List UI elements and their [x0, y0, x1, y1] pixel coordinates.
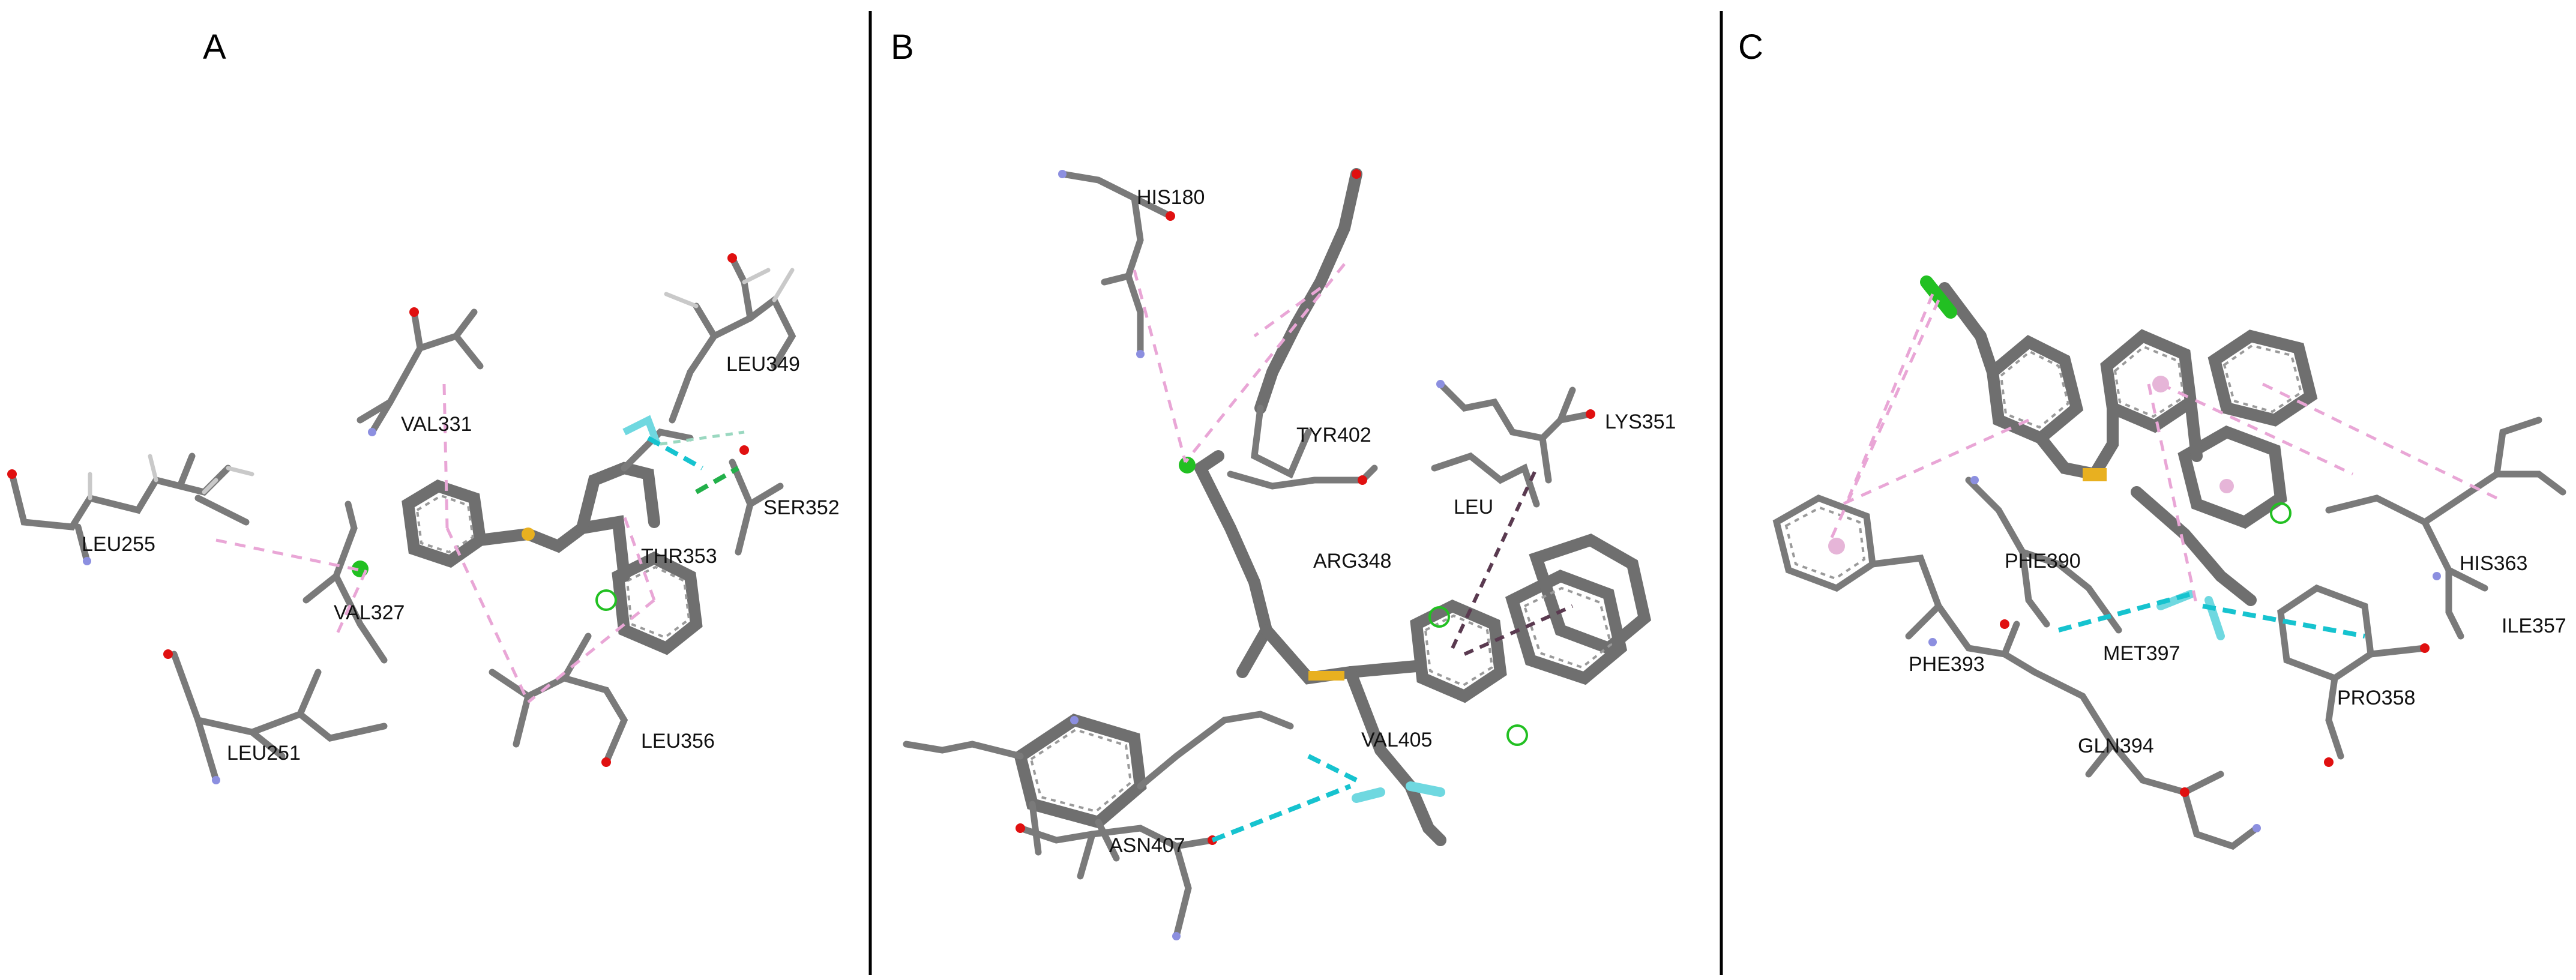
residue-label-thr353: THR353 [641, 545, 717, 568]
residue-label-leu251: LEU251 [227, 742, 301, 765]
panel-b: B [891, 28, 1676, 940]
residue-label-ser352: SER352 [763, 496, 840, 519]
residue-label-leu255: LEU255 [82, 533, 155, 556]
sulfur-atom [1308, 671, 1344, 681]
residue-label-phe393: PHE393 [1909, 653, 1985, 676]
residue-label-phe390: PHE390 [2005, 550, 2081, 573]
residue-label-met397: MET397 [2103, 642, 2180, 665]
residue-label-arg348: ARG348 [1313, 550, 1391, 573]
residue-label-lys351: LYS351 [1605, 410, 1676, 433]
sulfur-atom [522, 528, 535, 541]
residue-label-tyr402: TYR402 [1296, 424, 1371, 446]
residue-label-leu356: LEU356 [641, 730, 715, 753]
panel-a-letter: A [203, 28, 226, 67]
panel-c-letter: C [1738, 28, 1763, 67]
residue-label-his180: HIS180 [1137, 186, 1205, 209]
sulfur-atom [2083, 468, 2107, 481]
chlorine-atom [1179, 457, 1196, 473]
panel-c: C [1738, 28, 2566, 850]
panel-a: A [7, 28, 840, 784]
residue-label-gln394: GLN394 [2078, 735, 2154, 757]
residue-label-leu349: LEU349 [726, 353, 800, 376]
residue-label-val405: VAL405 [1361, 729, 1432, 751]
residue-label-asn407: ASN407 [1109, 834, 1185, 857]
residue-label-leu: LEU [1454, 496, 1493, 519]
panel-b-letter: B [891, 28, 914, 67]
residue-label-val331: VAL331 [401, 413, 472, 436]
residue-label-pro358: PRO358 [2337, 687, 2415, 709]
panel-a-molecule [7, 253, 796, 784]
residue-label-val327: VAL327 [334, 601, 405, 624]
residue-label-his363: HIS363 [2460, 552, 2527, 575]
residue-label-ile357: ILE357 [2502, 615, 2566, 637]
panel-c-molecule [1772, 275, 2566, 850]
chlorine-atom [1920, 275, 1957, 319]
panel-b-molecule [903, 168, 1652, 940]
